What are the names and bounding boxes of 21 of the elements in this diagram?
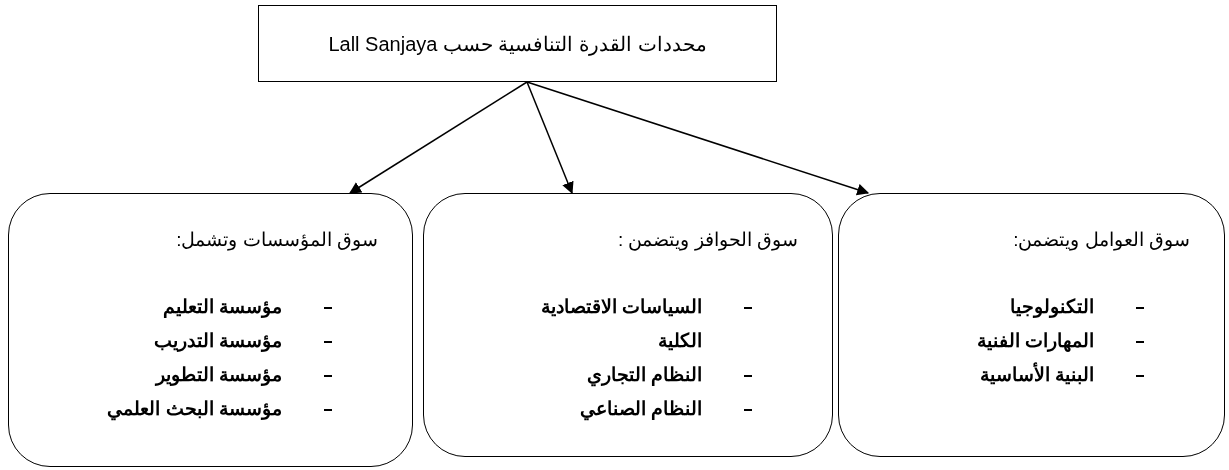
list-item: النظام التجاري: [585, 363, 702, 389]
arrow: [526, 81, 870, 196]
list-item: مؤسسة التدريب: [152, 329, 282, 354]
list-item: النظام الصناعي: [578, 397, 702, 423]
list-item: مؤسسة التطوير: [154, 363, 282, 388]
rounded-box: [838, 193, 1225, 457]
rounded-box: [423, 193, 833, 457]
rounded-box: [8, 193, 413, 467]
list-item: التكنولوجيا: [1009, 295, 1094, 320]
box-heading: سوق الحوافز ويتضمن :: [617, 228, 798, 251]
box-title: محددات القدرة التنافسية حسب Lall Sanjaya: [328, 31, 707, 56]
list-item: مؤسسة البحث العلمي: [106, 397, 282, 423]
box-heading: سوق المؤسسات وتشمل:: [176, 228, 378, 251]
arrow: [349, 81, 528, 194]
list-item: السياسات الاقتصادية الكلية: [539, 295, 702, 353]
list-item: المهارات الفنية: [975, 329, 1094, 354]
list-item: البنية الأساسية: [978, 361, 1094, 387]
title-box: [258, 5, 777, 82]
box-heading: سوق العوامل ويتضمن:: [1013, 228, 1190, 251]
list-item: مؤسسة التعليم: [161, 295, 282, 320]
arrow: [526, 81, 574, 195]
